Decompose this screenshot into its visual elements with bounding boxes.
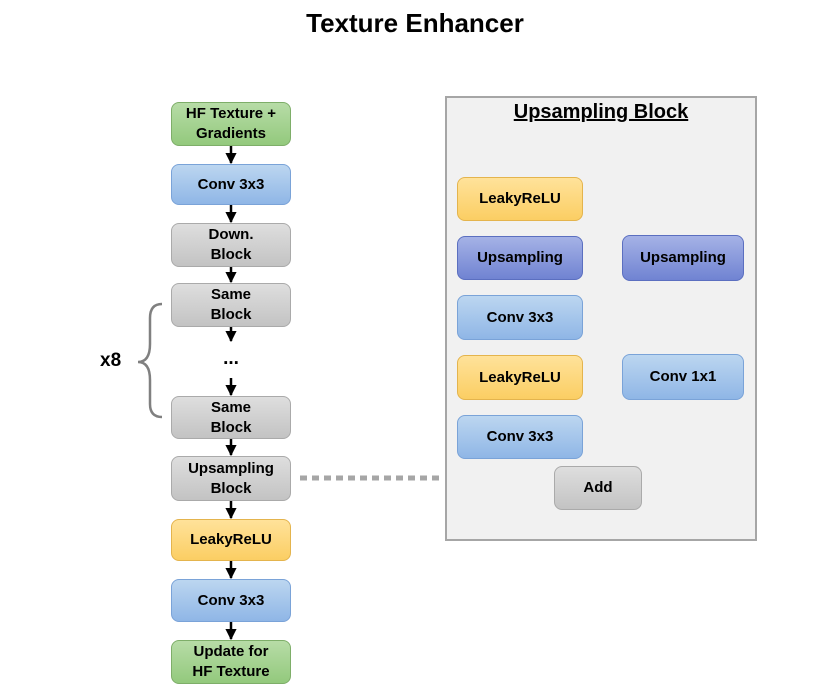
panel-upsampling-right: Upsampling xyxy=(622,235,744,281)
conv-3x3-node: Conv 3x3 xyxy=(171,164,291,205)
output-node: Update for HF Texture xyxy=(171,640,291,684)
panel-leaky-relu-2: LeakyReLU xyxy=(457,355,583,400)
down-block-node: Down. Block xyxy=(171,223,291,267)
panel-conv-3x3-b: Conv 3x3 xyxy=(457,415,583,459)
repeat-brace xyxy=(137,302,163,419)
same-block-node-2: Same Block xyxy=(171,396,291,439)
conv-3x3-node-2: Conv 3x3 xyxy=(171,579,291,622)
repeat-label: x8 xyxy=(100,350,122,371)
upsampling-block-node: Upsampling Block xyxy=(171,456,291,501)
panel-leaky-relu-1: LeakyReLU xyxy=(457,177,583,221)
upsampling-block-title: Upsampling Block xyxy=(513,101,689,123)
diagram-title: Texture Enhancer xyxy=(306,8,524,38)
panel-conv-1x1: Conv 1x1 xyxy=(622,354,744,400)
panel-upsampling-left: Upsampling xyxy=(457,236,583,280)
ellipsis-label: ... xyxy=(223,348,239,369)
input-node: HF Texture + Gradients xyxy=(171,102,291,146)
panel-conv-3x3-a: Conv 3x3 xyxy=(457,295,583,340)
leaky-relu-node: LeakyReLU xyxy=(171,519,291,561)
same-block-node-1: Same Block xyxy=(171,283,291,327)
panel-add: Add xyxy=(554,466,642,510)
